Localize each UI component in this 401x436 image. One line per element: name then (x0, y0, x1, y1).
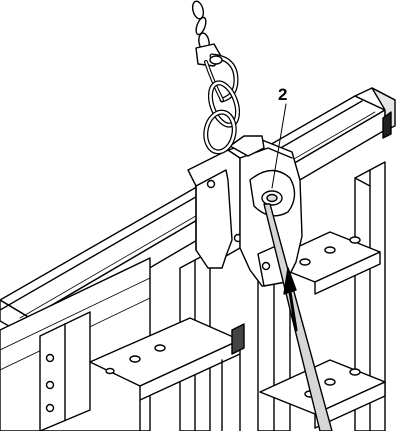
cross-member-3-front (314, 381, 386, 429)
clamp-top-lug (229, 135, 265, 157)
arrow-head (283, 267, 297, 295)
hole (45, 353, 55, 363)
chain-link (195, 16, 207, 36)
hole (154, 344, 166, 352)
hole (324, 246, 336, 254)
formwork-panel (0, 87, 396, 432)
cross-member-2-front (314, 251, 381, 295)
hole (45, 403, 55, 413)
pin-hole (206, 179, 216, 189)
connector-block (231, 323, 245, 355)
right-corner-notch (382, 111, 392, 139)
hole (349, 368, 361, 376)
hook-latch (209, 55, 223, 65)
callout-label: 2 (278, 85, 287, 104)
hole (324, 378, 336, 386)
callout-2: 2 (271, 85, 287, 189)
crane-chain (191, 0, 241, 155)
hole (299, 258, 311, 266)
hole (349, 236, 361, 244)
direction-arrow (283, 267, 298, 332)
pin-hole (261, 261, 271, 271)
lifting-clamp (187, 135, 303, 287)
hole (105, 367, 115, 375)
hole (45, 380, 55, 390)
hole (129, 355, 141, 363)
